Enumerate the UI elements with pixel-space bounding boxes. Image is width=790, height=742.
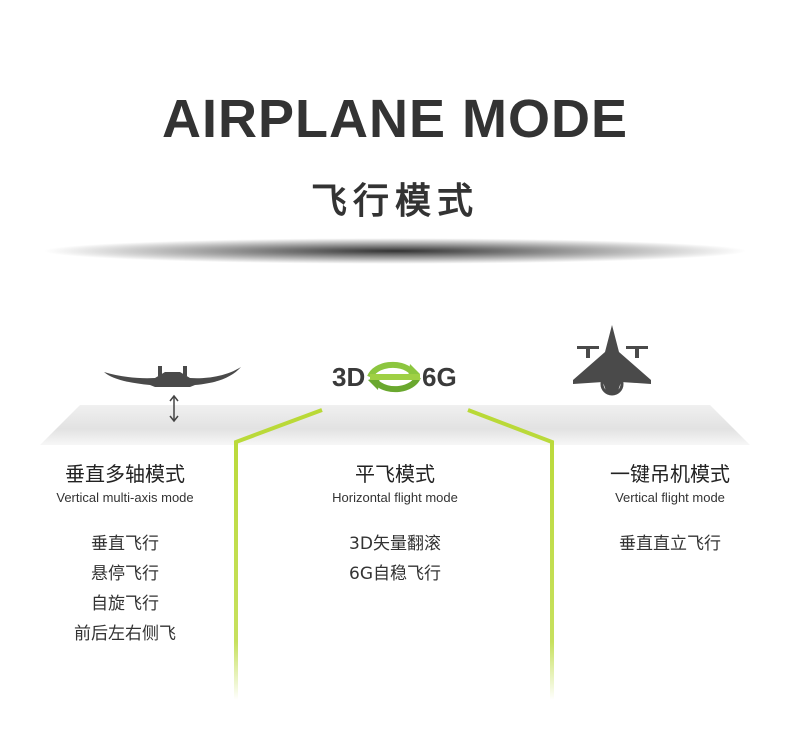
gyro-arrows-icon bbox=[367, 361, 421, 393]
feature-list: 垂直直立飞行 bbox=[570, 529, 770, 559]
mode-title: 一键吊机模式 bbox=[610, 462, 730, 486]
mode-subtitle: Vertical flight mode bbox=[615, 490, 725, 505]
mode-column-horizontal-flight: 平飞模式 Horizontal flight mode 3D矢量翻滚 6G自稳飞… bbox=[295, 460, 495, 589]
feature-item: 垂直直立飞行 bbox=[619, 534, 721, 554]
feature-item: 悬停飞行 bbox=[91, 564, 159, 584]
mode-subtitle: Vertical multi-axis mode bbox=[56, 490, 194, 505]
mode-column-vertical-multi-axis: 垂直多轴模式 Vertical multi-axis mode 垂直飞行 悬停飞… bbox=[25, 460, 225, 649]
feature-item: 前后左右侧飞 bbox=[74, 624, 176, 644]
badge-3d-text: 3D bbox=[332, 362, 365, 392]
mode-title: 垂直多轴模式 bbox=[65, 462, 185, 486]
mode-subtitle: Horizontal flight mode bbox=[332, 490, 458, 505]
mode-title: 平飞模式 bbox=[355, 462, 435, 486]
platform-right bbox=[480, 405, 750, 445]
page-subtitle: 飞行模式 bbox=[310, 181, 479, 222]
divider-shadow bbox=[40, 238, 750, 264]
flying-wing-vtol-icon bbox=[100, 355, 245, 425]
feature-item: 3D矢量翻滚 bbox=[349, 534, 441, 554]
mode-column-vertical-flight: 一键吊机模式 Vertical flight mode 垂直直立飞行 bbox=[570, 460, 770, 559]
3d-6g-badge-icon: 3D 6G bbox=[330, 352, 460, 402]
feature-list: 垂直飞行 悬停飞行 自旋飞行 前后左右侧飞 bbox=[25, 529, 225, 649]
feature-list: 3D矢量翻滚 6G自稳飞行 bbox=[295, 529, 495, 589]
feature-item: 自旋飞行 bbox=[91, 594, 159, 614]
feature-item: 垂直飞行 bbox=[91, 534, 159, 554]
feature-item: 6G自稳飞行 bbox=[349, 564, 441, 584]
delta-wing-hover-icon bbox=[565, 322, 660, 402]
page-title: AIRPLANE MODE bbox=[161, 89, 628, 149]
badge-6g-text: 6G bbox=[422, 362, 457, 392]
